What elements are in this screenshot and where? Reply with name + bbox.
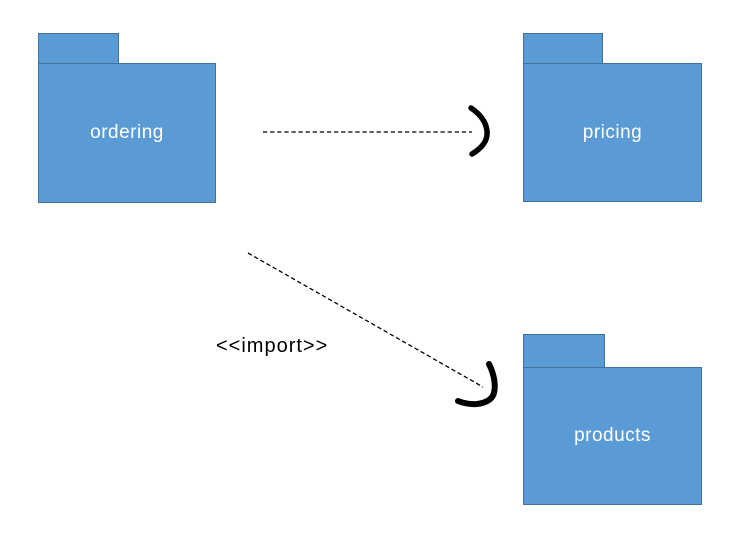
package-ordering-body[interactable]: ordering <box>38 63 216 203</box>
package-products-body[interactable]: products <box>523 367 702 505</box>
dependency-edge-ordering-products[interactable] <box>247 252 484 388</box>
package-pricing-body[interactable]: pricing <box>523 63 702 202</box>
package-pricing-tab[interactable] <box>523 33 603 64</box>
package-products-label: products <box>574 425 651 446</box>
package-pricing-label: pricing <box>582 121 643 143</box>
arrowhead-products-icon <box>455 361 498 408</box>
arrowhead-pricing-icon <box>468 105 490 157</box>
import-stereotype-label: <<import>> <box>216 335 329 357</box>
package-ordering-label: ordering <box>90 122 164 143</box>
package-products-tab[interactable] <box>523 334 605 368</box>
package-ordering-tab[interactable] <box>38 33 119 64</box>
